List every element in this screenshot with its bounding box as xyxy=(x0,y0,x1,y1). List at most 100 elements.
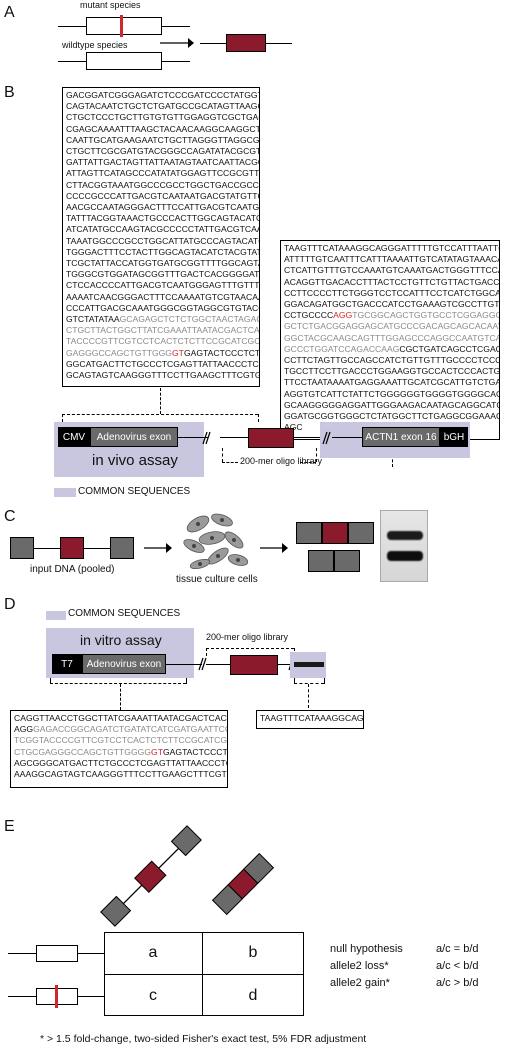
gel-image xyxy=(380,510,428,582)
sequence-segment: GGACAGATGGCTGACCCATCCTGAAAGTCGCCTTGTTGTT xyxy=(284,299,500,310)
sequence-box-right: TAAGTTTCATAAAGGCAGGGATTTTTGTCCATTTAATTG A… xyxy=(280,240,500,440)
connector-left-tick1 xyxy=(62,414,63,422)
sequence-segment: AACGCCAATAGGGACTTTCCATTGACGTCAATGGGTGGAG xyxy=(66,202,260,213)
sequence-line: GGATGCGGTGGGCTCTATGGCTTCTGAGGCGGAAAGAACC xyxy=(284,411,499,422)
arrow-right-icon-c1 xyxy=(144,543,172,553)
vitro-connector-tick-l xyxy=(50,678,51,684)
sequence-line: AGCGGGCATGACTTCTGCCCTCGAGTTATTAACCCTCACT xyxy=(14,758,227,769)
sequence-segment: ATTAGTTCATAGCCCATATATGGAGTTCCGCGTTACATAA xyxy=(66,168,259,179)
vitro-connector-tick-r xyxy=(186,678,187,684)
sequence-line: CTGCGAGGGCCAGCTGTTGGGGGTGAGTACTCCCTCTCAA… xyxy=(14,746,227,758)
sequence-segment: TGGGCGTGGATAGCGGTTTGACTCACGGGGATTTCCAAGT xyxy=(66,269,260,280)
sequence-segment: CCTGCCCC xyxy=(284,310,334,321)
sequence-line: CTGCTCCCTGCTTGTGTGTTGGAGGTCGCTGAGTAGTGCG xyxy=(66,112,259,123)
common-sequences-label-b: COMMON SEQUENCES xyxy=(78,486,191,497)
sequence-segment: TAAATGGCCCGCCTGGCATTATGCCCAGTACATGACCTTA xyxy=(66,235,259,246)
hypothesis-name: allele2 gain* xyxy=(330,977,390,989)
cell-b: b xyxy=(248,944,258,961)
gel-band-lower xyxy=(387,551,423,561)
sequence-segment: CCCCGCCCATTGACGTCAATAATGACGTATGTTCCCATAG… xyxy=(66,190,259,201)
mut-allele-line-right xyxy=(78,996,104,998)
input-exon-right xyxy=(110,537,134,559)
sequence-line: CTCCACCCCATTGACGTCAATGGGAGTTTGTTTTGGCACC xyxy=(66,280,259,291)
sequence-segment: TGGGACTTTCCTACTTGGCAGTACATCTACGTATTAGTCA xyxy=(66,246,259,257)
wildtype-species-label: wildtype species xyxy=(62,40,128,50)
sequence-line: GCAAGGGGGAGGATTGGGAAGACAATAGCAGGCATGCTGG xyxy=(284,400,499,411)
sequence-segment: CTGCGAGGGCCAGCTGTTGGGG xyxy=(14,746,152,757)
sequence-segment: TCGGTACCCCGTTCGTCCTCACTCTCTTCCGCATCGCTGT xyxy=(14,735,228,746)
sequence-segment: ACAGGTTGACACCTTTACTCCTGTTCTGTTACTGACCGGC xyxy=(284,276,500,287)
sequence-line: TGGGCGTGGATAGCGGTTTGACTCACGGGGATTTCCAAGT xyxy=(66,269,259,280)
legend-swatch-d xyxy=(46,611,66,620)
sequence-segment: GCCCTGGATCCAGACCAAG xyxy=(284,343,400,354)
sequence-line: TAAATGGCCCGCCTGGCATTATGCCCAGTACATGACCTTA xyxy=(66,236,259,247)
wildtype-line-right xyxy=(162,61,190,63)
hypothesis-relation: a/c < b/d xyxy=(436,960,479,972)
connector-left-hdash xyxy=(62,414,258,415)
sequence-line: TAAGTTTCATAAAGGCAGGGATTTTTGTCCATTTAATTG xyxy=(284,243,499,254)
sequence-line: GGACAGATGGCTGACCCATCCTGAAAGTCGCCTTGTTGTT xyxy=(284,299,499,310)
sequence-line: GCAGTAGTCAAGGGTTTCCTTGAAGCTTTCGTGCT xyxy=(66,370,259,381)
spliced-skip-right xyxy=(334,550,360,572)
cell-a: a xyxy=(148,944,158,961)
panel-label-c: C xyxy=(4,508,16,525)
hypothesis-relation: a/c > b/d xyxy=(436,977,479,989)
sequence-line: AAAATCAACGGGACTTTCCAAAATGTCGTAACAACTCCGC xyxy=(66,292,259,303)
sequence-segment: CAATTGCATGAAGAATCTGCTTAGGGTTAGGCGTTTTGCG xyxy=(66,134,260,145)
splice-site-highlight: GT xyxy=(172,347,184,358)
sequence-segment: CAGTACAATCTGCTCTGATGCCGCATAGTTAAGCCAGTAT xyxy=(66,101,259,112)
actn1-exon-box: ACTN1 exon 16 xyxy=(362,427,440,447)
sequence-segment: TTCCTAATAAAATGAGGAAATTGCATCGCATTGTCTGAGT xyxy=(284,377,500,388)
sequence-segment: GAGTACTCCCTCTCAAAGCG xyxy=(183,347,260,358)
sequence-segment: GGATGCGGTGGGCTCTATGGCTTCTGAGGCGGAAAGAACC xyxy=(284,411,499,422)
panel-label-e: E xyxy=(4,818,15,835)
mut-allele-line-left xyxy=(8,996,36,998)
sequence-line: AAAGGCAGTAGTCAAGGGTTTCCTTGAAGCTTTCGTGCT xyxy=(14,769,227,780)
splice-site-highlight: AGG xyxy=(333,310,353,321)
sequence-line: CCTGCCCCAGGTGCGGCAGCTGGTGCCTCGGAGGGACCAA xyxy=(284,310,499,321)
cell-d: d xyxy=(248,986,258,1004)
sequence-line: GGCTACGCAAGCAGTTTGGAGCCCAGGCCAATGTCATCGG xyxy=(284,333,499,344)
wildtype-gene-box xyxy=(86,52,162,70)
sequence-segment: TCGCTATTACCATGGTGATGCGGTTTTGGCAGTACATCAA xyxy=(66,258,259,269)
sequence-line: TTCCTAATAAAATGAGGAAATTGCATCGCATTGTCTGAGT xyxy=(284,377,499,388)
input-dna-label: input DNA (pooled) xyxy=(30,564,115,575)
sequence-line: CCTTCCCCTTCTGGGTCCTCCATTTCCTCATCTGGCACAT xyxy=(284,288,499,299)
arrow-right-icon-c2 xyxy=(260,543,288,553)
vitro-connector-v xyxy=(120,684,121,710)
sequence-line: GTCTATATAAGCAGAGCTCTCTGGCTAACTAGAGAACCCA xyxy=(66,314,259,325)
oligo-bracket-bottom2 xyxy=(300,462,316,463)
sequence-line: GATTATTGACTAGTTATTAATAGTAATCAATTACGGGGTC xyxy=(66,157,259,168)
oligo-line-left xyxy=(220,437,248,439)
sequence-segment: GCTCTGACGGAGGAGCATGCCCGACAGCAGCACAATGAGA xyxy=(284,321,499,332)
sequence-segment: AAAATCAACGGGACTTTCCAAAATGTCGTAACAACTCCGC xyxy=(66,291,259,302)
oligo-line-right-d xyxy=(278,664,294,666)
sequence-segment: GAGACCGGCAGATCTGATATCATCGATGAATTCGAGC xyxy=(33,724,227,735)
sequence-line: AACGCCAATAGGGACTTTCCATTGACGTCAATGGGTGGAG xyxy=(66,202,259,213)
actn1-line xyxy=(332,437,362,439)
sequence-segment: AGG xyxy=(14,724,34,735)
break-mark-icon-right xyxy=(322,431,331,445)
down-connector-v xyxy=(308,684,309,708)
wt-allele-box xyxy=(36,945,78,962)
sequence-box-d-left: CAGGTTAACCTGGCTTATCGAAATTAATACGACTCACTAT… xyxy=(10,710,228,788)
sequence-segment: CGAGCAAAATTTAAGCTACAACAAGGCAAGGCTTGACCGA xyxy=(66,123,259,134)
splice-site-highlight: GT xyxy=(151,746,163,757)
panel-label-b: B xyxy=(4,84,15,101)
connector-left-tick2 xyxy=(258,414,259,422)
hypothesis-name: null hypothesis xyxy=(330,943,403,955)
oligo-bracket-left xyxy=(222,448,223,462)
legend-swatch-b xyxy=(54,488,76,497)
table-hdivider xyxy=(104,974,304,976)
oligo-exon-box xyxy=(248,428,294,448)
sequence-segment: GCAAGGGGGAGGATTGGGAAGACAATAGCAGGCATGCTGG xyxy=(284,399,499,410)
spliced-inclusion-middle xyxy=(322,522,348,544)
vitro-connector-h xyxy=(50,683,186,684)
sequence-line: ATCATATGCCAAGTACGCCCCCTATTGACGTCAATGACGG xyxy=(66,224,259,235)
sequence-line: TCGCTATTACCATGGTGATGCGGTTTTGGCAGTACATCAA xyxy=(66,258,259,269)
hypothesis-relation: a/c = b/d xyxy=(436,943,479,955)
sequence-segment: TGCCTTCCTTGACCCTGGAAGGTGCCACTCCCACTGTCCT xyxy=(284,366,500,377)
down-connector-h xyxy=(294,683,324,684)
down-connector-tick-r xyxy=(324,678,325,684)
